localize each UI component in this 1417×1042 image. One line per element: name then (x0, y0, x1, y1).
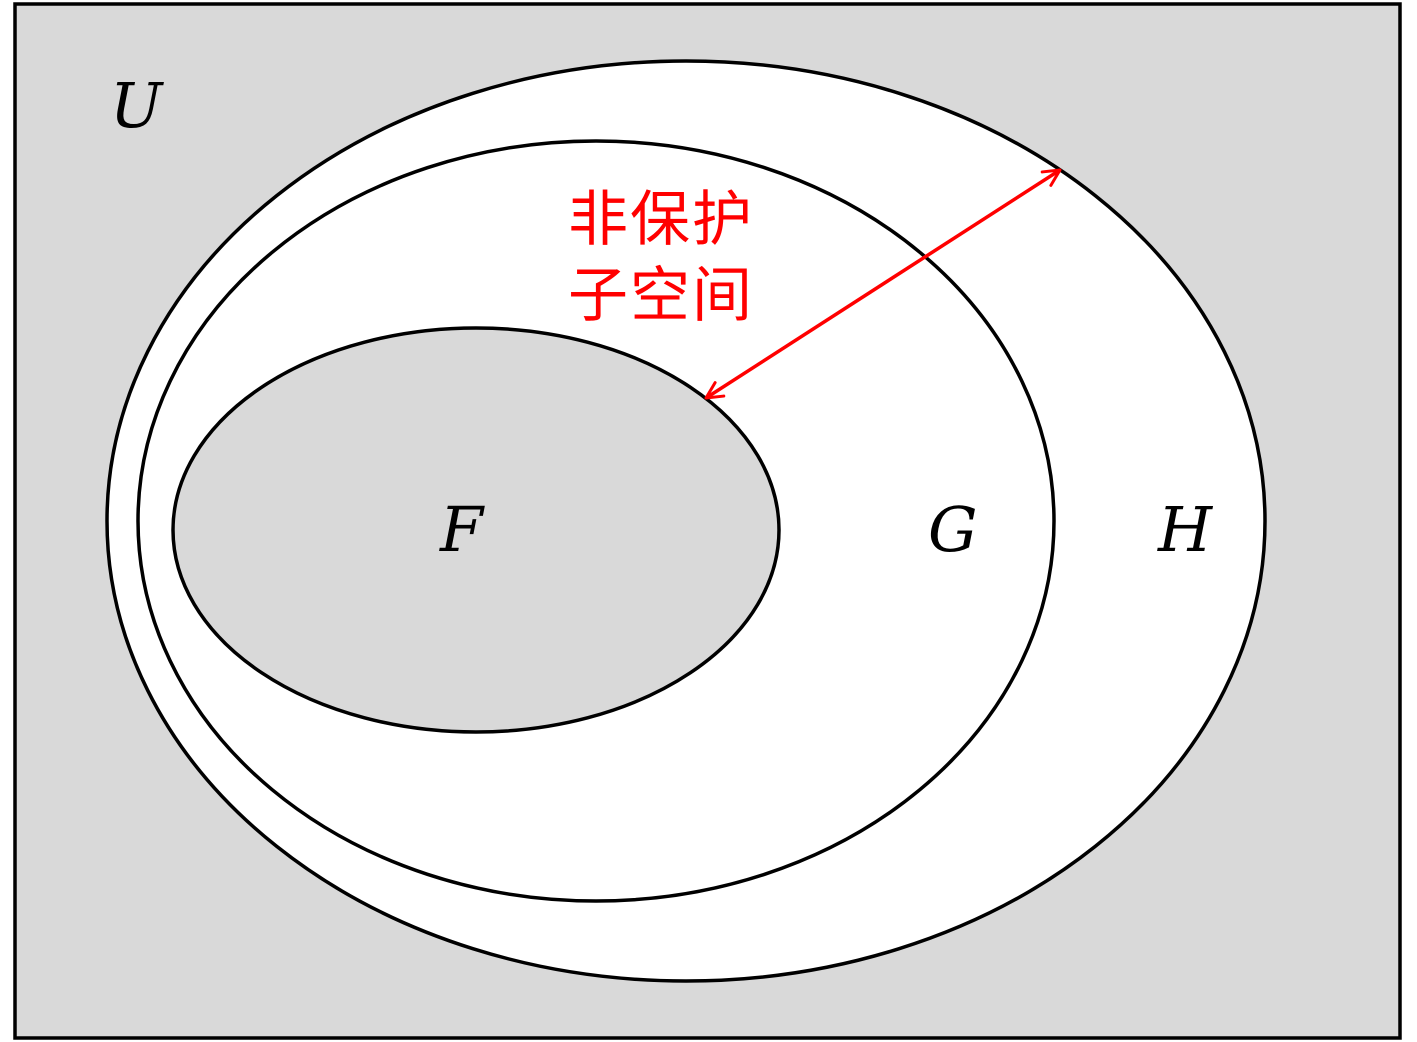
label-f: F (439, 493, 485, 566)
label-u: U (110, 69, 164, 142)
annotation-line-2: 子空间 (568, 261, 754, 331)
label-g: G (928, 493, 978, 566)
label-h: H (1157, 493, 1214, 566)
annotation-line-1: 非保护 (568, 185, 754, 255)
set-f-ellipse (171, 326, 781, 734)
double-arrow (704, 168, 1062, 400)
